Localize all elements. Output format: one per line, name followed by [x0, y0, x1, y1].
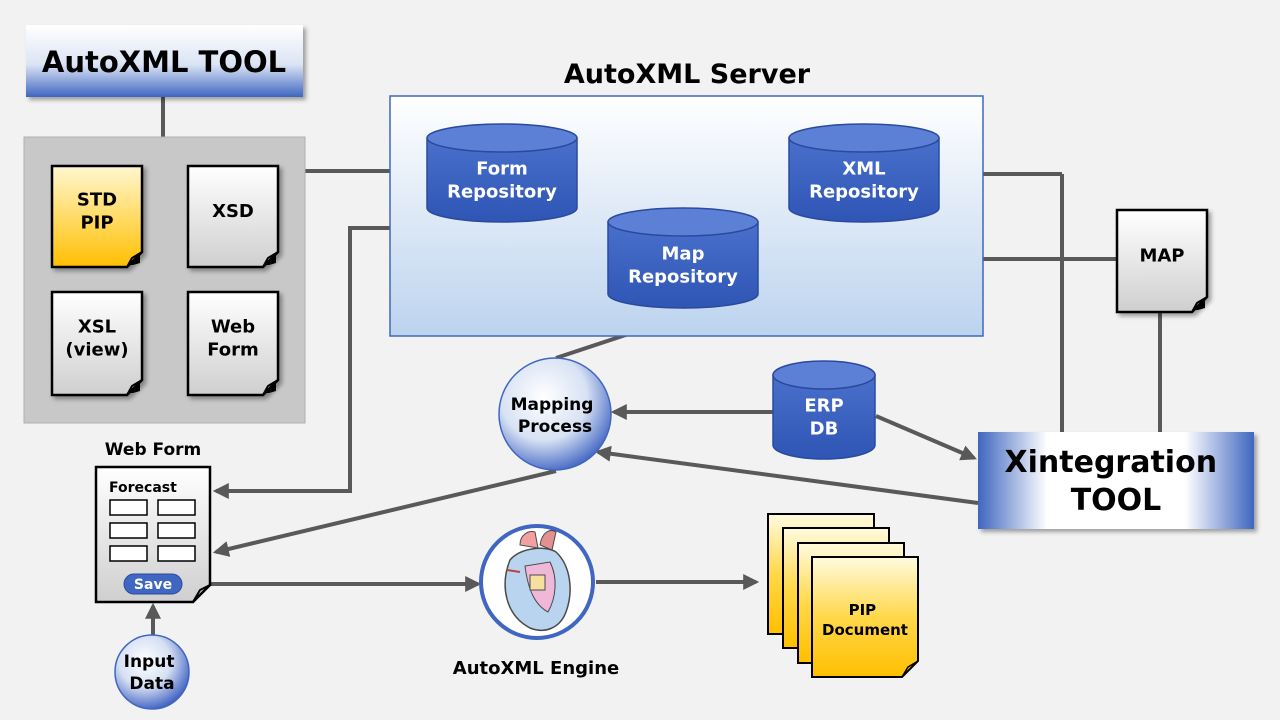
xsd-document: XSD	[186, 164, 280, 269]
map-repository-line-2: Repository	[628, 267, 738, 288]
save-button[interactable]: Save	[123, 573, 183, 595]
xsl-document-label: XSL(view)	[65, 316, 128, 360]
heart-icon	[504, 530, 571, 632]
input-data-line-1: Input	[124, 652, 175, 672]
xml-repository-line-2: Repository	[809, 182, 919, 203]
std-pip-document-line-2: PIP	[80, 212, 113, 233]
web-form-panel: Web Form Forecast Save	[94, 440, 212, 604]
erp-to-xintegration-arrow	[875, 414, 977, 461]
pip-document-label: PIP Document	[822, 601, 908, 639]
xsl-document: XSL(view)	[50, 290, 144, 397]
pip-document-line-1: PIP	[849, 601, 877, 619]
server-to-web-form-arrow	[212, 226, 390, 499]
mapping-process-line-1: Mapping	[511, 395, 594, 415]
xsl-document-line-1: XSL	[78, 316, 116, 337]
autoxml-engine-label: AutoXML Engine	[453, 658, 619, 679]
erp-db-line-2: DB	[810, 419, 839, 440]
mapping-process-node: Mapping Process	[498, 357, 612, 471]
web-form-document-line-1: Web	[211, 316, 255, 337]
map-document: MAP	[1115, 208, 1209, 314]
input-data-node: Input Data	[114, 634, 190, 710]
xsd-document-line-1: XSD	[212, 201, 254, 222]
form-field-grid	[109, 499, 196, 562]
save-button-label: Save	[134, 577, 172, 593]
pip-sheet-front	[811, 556, 919, 678]
xintegration-line-2: TOOL	[1071, 483, 1162, 518]
mapping-process-label: Mapping Process	[511, 395, 600, 437]
xintegration-to-mapping-arrow	[594, 445, 979, 505]
input-data-line-2: Data	[129, 674, 174, 694]
xsd-document-label: XSD	[212, 201, 254, 222]
web-form-panel-subtitle: Forecast	[109, 480, 177, 496]
web-form-document-line-2: Form	[207, 339, 259, 360]
pip-document-stack: PIP Document	[767, 513, 919, 678]
form-repository-line-1: Form	[476, 159, 528, 180]
autoxml-tool-title: AutoXML TOOL	[42, 45, 286, 79]
xintegration-label: Xintegration TOOL	[1004, 445, 1227, 518]
web-form-panel-title: Web Form	[105, 440, 201, 460]
xsl-document-line-2: (view)	[65, 339, 128, 360]
map-document-label: MAP	[1139, 245, 1184, 266]
map-repository-line-1: Map	[662, 244, 705, 265]
mapping-process-line-2: Process	[518, 417, 592, 437]
xintegration-tool-box: Xintegration TOOL	[978, 432, 1254, 529]
xintegration-line-1: Xintegration	[1004, 445, 1217, 480]
erp-db-line-1: ERP	[804, 396, 843, 417]
form-repository-line-2: Repository	[447, 182, 557, 203]
autoxml-tool-box: AutoXML TOOL	[26, 25, 303, 97]
autoxml-engine-node: AutoXML Engine	[453, 524, 619, 679]
map-document-line-1: MAP	[1139, 245, 1184, 266]
mapping-to-web-form-arrow	[212, 469, 557, 557]
std-pip-document-line-1: STD	[77, 189, 117, 210]
xml-repository-line-1: XML	[842, 159, 885, 180]
pip-document-line-2: Document	[822, 621, 908, 639]
autoxml-server-title: AutoXML Server	[564, 59, 811, 90]
input-data-label: Input Data	[124, 652, 181, 694]
